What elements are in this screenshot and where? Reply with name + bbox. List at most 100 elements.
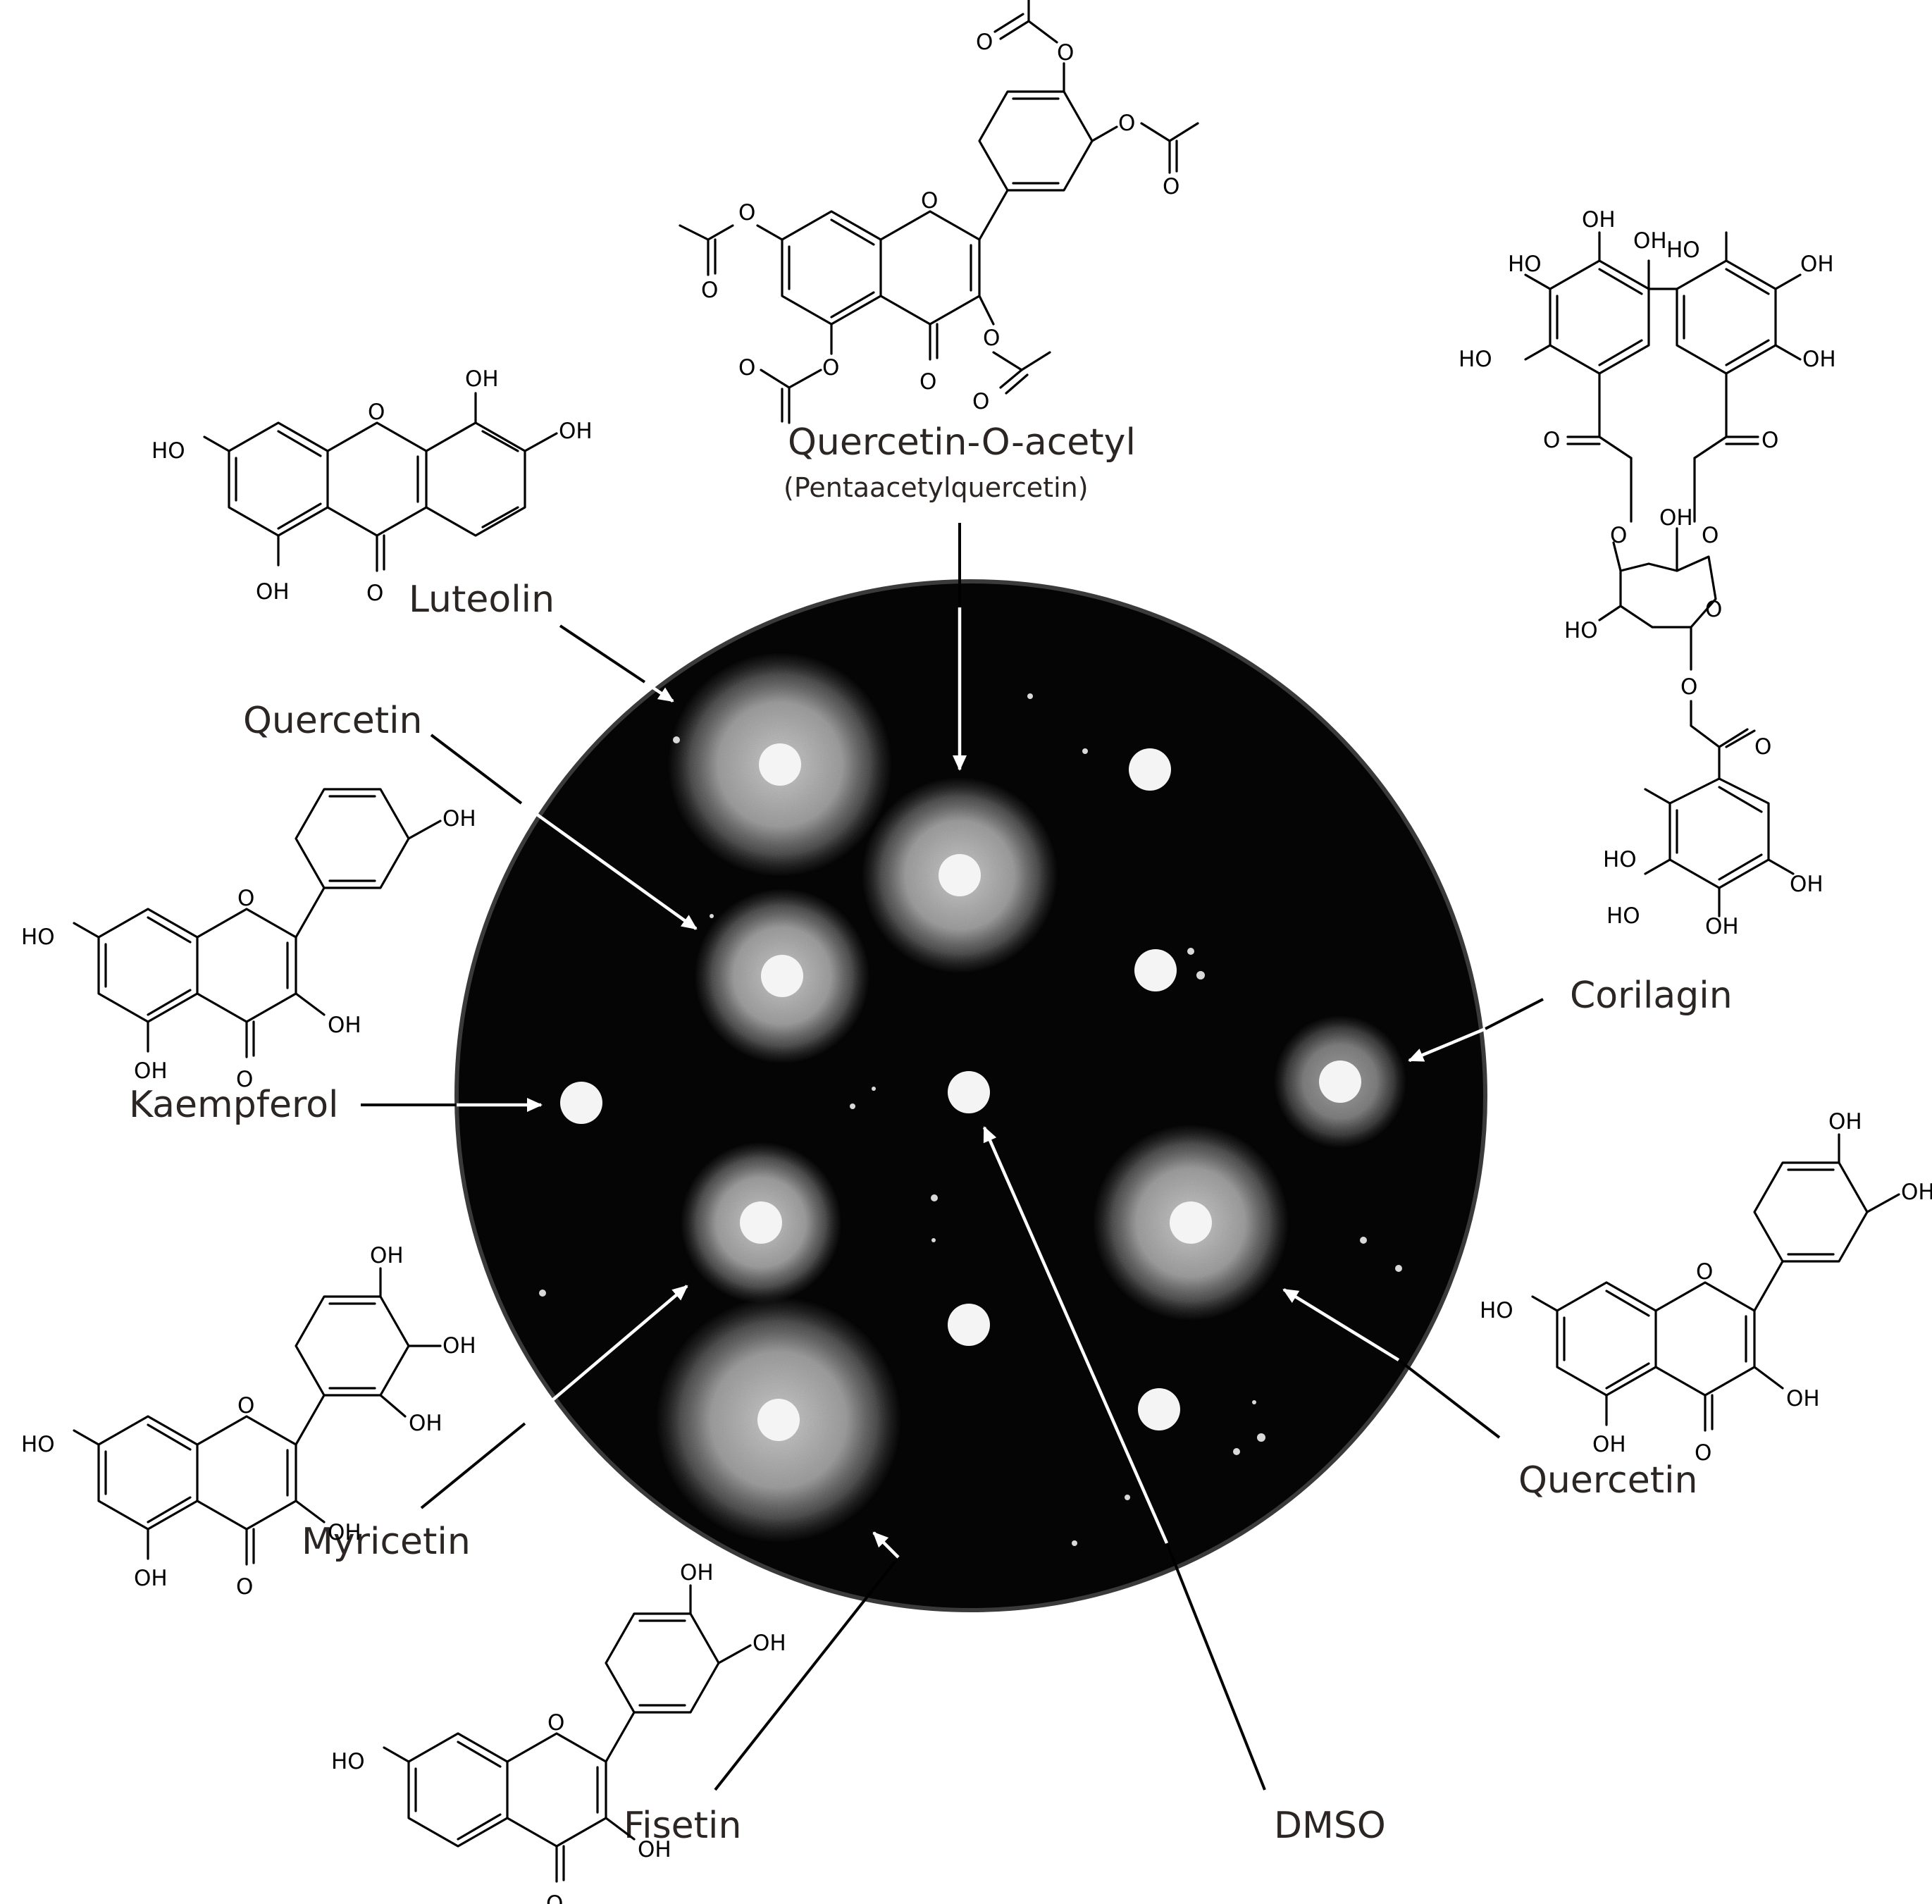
structure-quercetin-right: O O HO OH OH OH OH	[1480, 1109, 1932, 1466]
corilagin-ho-i: HO	[1606, 903, 1640, 929]
luteolin-keto-o: O	[366, 581, 383, 606]
luteolin-oh-5: OH	[256, 579, 290, 605]
corilagin-ho-a: HO	[1508, 252, 1542, 277]
fisetin-ring-o: O	[547, 1710, 564, 1736]
luteolin-oh-3p: OH	[465, 366, 499, 392]
quercetin-right-oh-4p: OH	[1901, 1180, 1932, 1205]
corilagin-sugar-oh: OH	[1659, 505, 1693, 531]
corilagin-ho-c: HO	[1459, 347, 1492, 372]
myricetin-oh-3p: OH	[370, 1243, 404, 1268]
acetyl-3p-co: O	[976, 30, 993, 55]
structure-myricetin: O O HO OH OH OH OH OH	[21, 1243, 476, 1600]
disk-fisetin	[757, 1399, 800, 1441]
label-luteolin: Luteolin	[409, 579, 555, 621]
labels: Luteolin Quercetin Quercetin-O-acetyl (P…	[129, 421, 1733, 1847]
acetyl-3-o: O	[983, 326, 1000, 351]
arrow-quercetin-left-inner	[520, 802, 698, 930]
disk-empty-3	[948, 1304, 990, 1346]
acetyl-4p-o: O	[1118, 111, 1135, 136]
structure-kaempferol: O O HO OH OH OH	[21, 788, 476, 1092]
arrow-fisetin-outer	[714, 1556, 900, 1791]
label-dmso: DMSO	[1274, 1805, 1386, 1847]
acetyl-3-co: O	[972, 389, 989, 414]
corilagin-co-right: O	[1761, 428, 1778, 453]
disk-empty-4	[1138, 1388, 1180, 1430]
arrow-luteolin-inner	[643, 681, 674, 703]
corilagin-oh-d: OH	[1633, 228, 1667, 254]
label-fisetin: Fisetin	[624, 1805, 741, 1847]
disk-luteolin	[759, 743, 801, 786]
acetyl-3p-o: O	[1057, 40, 1074, 66]
luteolin-ring-o: O	[368, 400, 385, 425]
fisetin-oh-4p: OH	[753, 1631, 786, 1656]
disk-corilagin	[1319, 1061, 1361, 1103]
arrows	[361, 523, 1544, 1791]
disk-empty-1	[1129, 748, 1171, 791]
acetyl-4p-co: O	[1163, 174, 1179, 199]
corilagin-co-left: O	[1543, 428, 1560, 453]
myricetin-ho-7: HO	[21, 1432, 55, 1457]
structure-luteolin: O O HO OH OH OH	[151, 366, 593, 606]
arrow-fisetin-inner	[872, 1531, 900, 1559]
acetyl-5-o: O	[822, 355, 839, 381]
arrow-quercetin-right-inner	[1282, 1288, 1400, 1361]
corilagin-oh-j: OH	[1705, 914, 1739, 939]
disk-quercetin-right	[1170, 1201, 1212, 1244]
fisetin-ho-7: HO	[331, 1749, 365, 1774]
corilagin-ho-e: HO	[1666, 237, 1700, 263]
corilagin-oh-k: OH	[1790, 872, 1823, 897]
arrow-dmso-outer	[1165, 1543, 1266, 1791]
fisetin-keto-o: O	[546, 1891, 563, 1904]
myricetin-keto-o: O	[236, 1574, 253, 1600]
label-myricetin: Myricetin	[302, 1521, 471, 1563]
structure-fisetin: O O HO OH OH OH	[331, 1560, 786, 1904]
corilagin-oh-f: OH	[1800, 252, 1834, 277]
disk-kaempferol	[560, 1082, 602, 1124]
quercetin-right-ho-7: HO	[1480, 1298, 1513, 1323]
corilagin-ring-o: O	[1705, 597, 1722, 622]
corilagin-ester-o-right: O	[1702, 523, 1719, 548]
acetyl-7-o: O	[738, 200, 755, 225]
corilagin-ester-co: O	[1754, 734, 1771, 760]
label-quercetin-left: Quercetin	[243, 700, 423, 742]
kaempferol-oh-4p: OH	[442, 806, 476, 832]
kaempferol-oh-5: OH	[134, 1058, 168, 1084]
arrow-dmso-inner	[982, 1126, 1169, 1544]
arrow-corilagin-outer	[1485, 998, 1544, 1030]
arrow-luteolin-outer	[559, 624, 646, 684]
kaempferol-ring-o: O	[237, 886, 254, 911]
corilagin-anomeric-o: O	[1680, 674, 1697, 700]
acetyl-5-co: O	[738, 355, 755, 381]
quercetin-right-oh-3p: OH	[1828, 1109, 1862, 1135]
disk-quercetin-left	[761, 955, 803, 997]
arrow-myricetin-outer	[420, 1422, 526, 1509]
corilagin-ester-o-left: O	[1610, 523, 1627, 548]
myricetin-oh-4p: OH	[442, 1333, 476, 1359]
quercetin-right-keto-o: O	[1695, 1440, 1711, 1466]
arrow-myricetin-inner	[524, 1285, 688, 1425]
kaempferol-ho-7: HO	[21, 925, 55, 950]
arrow-corilagin-inner	[1408, 1027, 1486, 1063]
disk-myricetin	[740, 1201, 782, 1244]
corilagin-ho-h: HO	[1603, 847, 1637, 872]
structure-pentaacetylquercetin: O O O O O O O O O O O O	[679, 0, 1199, 424]
corilagin-oh-b: OH	[1582, 207, 1616, 233]
arrow-quercetin-right-outer	[1397, 1359, 1501, 1439]
quercetin-right-ring-o: O	[1696, 1259, 1713, 1285]
kaempferol-keto-o: O	[236, 1067, 253, 1092]
agar-plate	[454, 579, 1487, 1612]
disk-dmso	[948, 1071, 990, 1113]
quercetin-right-oh-3: OH	[1786, 1386, 1820, 1411]
pentaacetyl-ring-o: O	[921, 188, 938, 214]
kaempferol-oh-3: OH	[328, 1013, 361, 1038]
myricetin-oh-3: OH	[328, 1520, 361, 1545]
label-quercetin-right: Quercetin	[1518, 1459, 1698, 1502]
fisetin-oh-3: OH	[638, 1837, 671, 1862]
fisetin-oh-3p: OH	[680, 1560, 714, 1585]
luteolin-oh-4p: OH	[559, 419, 593, 444]
myricetin-oh-5: OH	[134, 1566, 168, 1591]
myricetin-ring-o: O	[237, 1393, 254, 1418]
disk-empty-2	[1134, 949, 1177, 991]
acetyl-7-co: O	[701, 278, 718, 303]
